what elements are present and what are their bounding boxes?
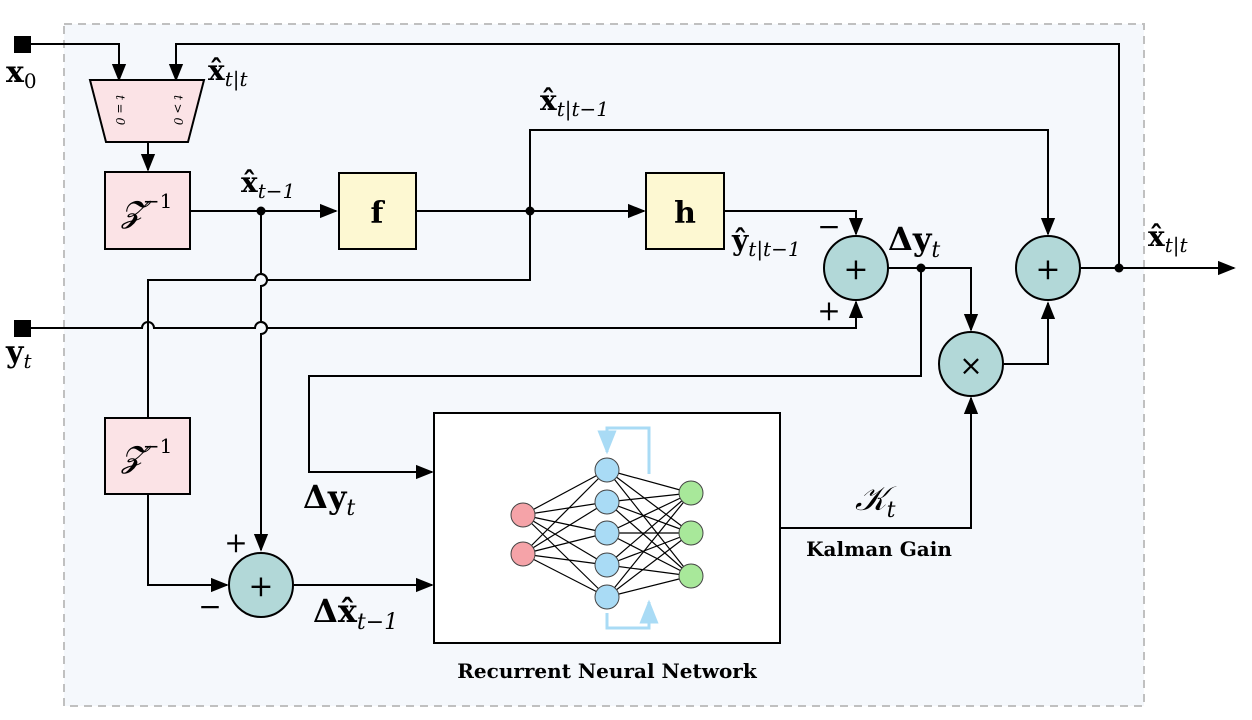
nn-edge bbox=[606, 492, 692, 534]
wires bbox=[22, 43, 1236, 593]
nn-edge bbox=[606, 469, 692, 534]
label-x-post-feedback: x̂t|t bbox=[208, 54, 248, 92]
nn-edge bbox=[522, 514, 608, 534]
rnn-block bbox=[433, 412, 781, 644]
svg-text:+: + bbox=[248, 569, 273, 604]
nn-edge bbox=[606, 492, 692, 503]
h-block: h bbox=[645, 172, 725, 250]
sum-delta-x-minus-sign: − bbox=[198, 590, 221, 623]
svg-text:×: × bbox=[959, 349, 982, 382]
caption-kalman-gain: Kalman Gain bbox=[806, 537, 952, 561]
nn-edge bbox=[606, 532, 692, 577]
nn-edge bbox=[522, 514, 608, 598]
f-block: f bbox=[338, 172, 417, 250]
mux-label-t0: t = 0 bbox=[113, 95, 127, 126]
nn-hidden-node bbox=[594, 489, 620, 515]
nn-edge bbox=[606, 532, 692, 598]
nn-edge bbox=[606, 469, 692, 494]
nn-edge bbox=[522, 501, 608, 555]
mux-block: t = 0 t > 0 bbox=[88, 79, 206, 143]
delay-block-bottom: 𝓩−1 bbox=[104, 417, 191, 495]
nn-input-node bbox=[510, 541, 536, 567]
label-delta-x: Δx̂t−1 bbox=[313, 592, 398, 635]
multiplier-node: × bbox=[938, 331, 1004, 397]
x0-label: x0 bbox=[6, 55, 37, 93]
caption-rnn: Recurrent Neural Network bbox=[457, 659, 758, 683]
nn-hidden-node bbox=[594, 457, 620, 483]
svg-text:h: h bbox=[674, 196, 696, 231]
nn-input-node bbox=[510, 502, 536, 528]
svg-text:f: f bbox=[371, 196, 386, 231]
nn-edges bbox=[522, 469, 692, 598]
x0-terminal bbox=[14, 36, 31, 53]
label-delta-y-top: Δyt bbox=[888, 220, 940, 263]
label-x-prior: x̂t|t−1 bbox=[540, 84, 609, 122]
nn-hidden-node bbox=[594, 584, 620, 610]
nn-edge bbox=[606, 501, 692, 577]
label-x-output: x̂t|t bbox=[1148, 220, 1188, 258]
nn-output-node bbox=[678, 520, 704, 546]
nn-edge bbox=[522, 469, 608, 516]
nn-output-node bbox=[678, 480, 704, 506]
svg-text:+: + bbox=[1035, 252, 1060, 287]
junction-dots bbox=[256, 206, 1124, 273]
sum-node-innovation: + bbox=[823, 235, 889, 301]
sum-innovation-plus-sign: + bbox=[817, 294, 840, 327]
sum-innovation-minus-sign: − bbox=[817, 210, 840, 243]
nn-edge bbox=[606, 469, 692, 577]
rnn-loop-bottom bbox=[605, 599, 659, 630]
nn-edge bbox=[522, 469, 608, 555]
nn-edge bbox=[606, 532, 692, 566]
sum-node-delta-x: + bbox=[228, 552, 294, 618]
svg-text:+: + bbox=[843, 252, 868, 287]
delay-block-top: 𝓩−1 bbox=[104, 171, 191, 250]
yt-label: yt bbox=[5, 335, 32, 373]
nn-edge bbox=[522, 514, 608, 566]
mux-label-tgt0: t > 0 bbox=[171, 95, 185, 126]
nn-edge bbox=[522, 553, 608, 598]
yt-terminal bbox=[14, 320, 31, 337]
label-y-pred: ŷt|t−1 bbox=[731, 224, 801, 262]
label-delta-y-rnn: Δyt bbox=[303, 478, 355, 521]
nn-edge bbox=[606, 501, 692, 534]
sum-node-output: + bbox=[1015, 235, 1081, 301]
nn-output-node bbox=[678, 563, 704, 589]
nn-hidden-node bbox=[594, 520, 620, 546]
nn-edge bbox=[522, 553, 608, 566]
nn-edge bbox=[522, 501, 608, 516]
sum-delta-x-plus-sign: + bbox=[224, 526, 247, 559]
label-x-prev: x̂t−1 bbox=[241, 166, 295, 203]
nn-edge bbox=[606, 492, 692, 598]
nn-edge bbox=[606, 492, 692, 566]
rnn-loop-top bbox=[597, 426, 651, 474]
nn-edge bbox=[606, 564, 692, 577]
nn-hidden-node bbox=[594, 552, 620, 578]
nn-edge bbox=[522, 532, 608, 555]
nn-nodes bbox=[510, 457, 704, 610]
nn-edge bbox=[606, 575, 692, 598]
